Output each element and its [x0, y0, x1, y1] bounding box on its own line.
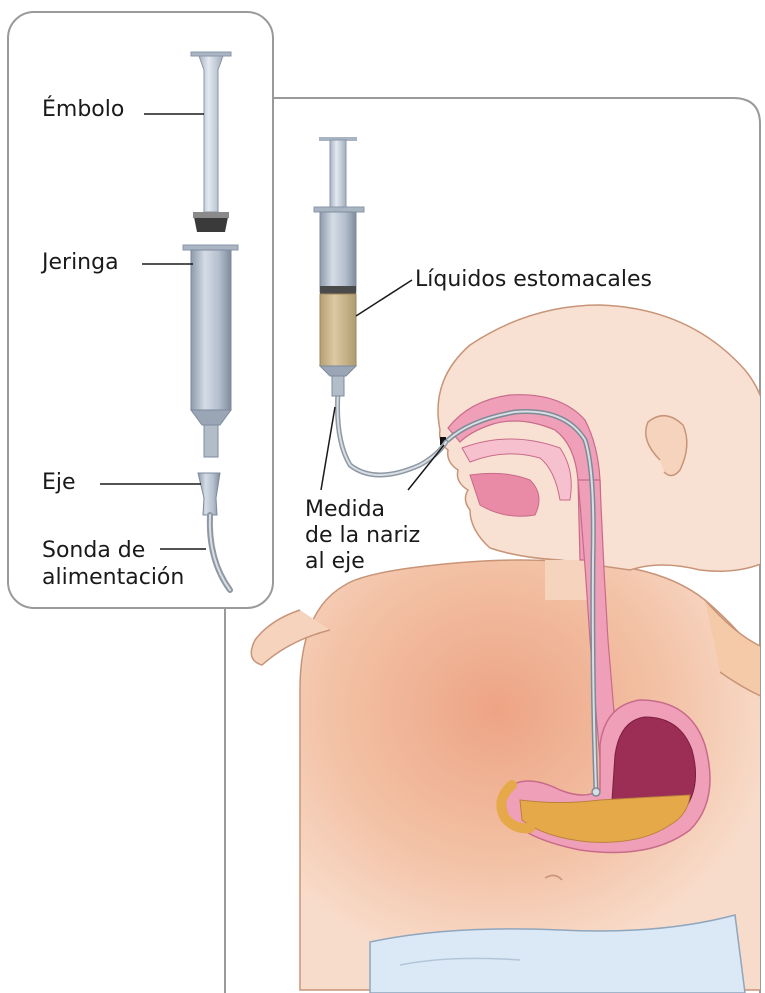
label-feeding-tube-line2: alimentación	[42, 565, 184, 591]
label-stomach-fluids: Líquidos estomacales	[415, 267, 652, 293]
label-plunger: Émbolo	[42, 97, 124, 123]
label-measure-line1: Medida	[305, 497, 385, 523]
label-measure-line2: de la nariz	[305, 523, 420, 549]
stomach-fluid-in-syringe	[320, 294, 356, 366]
label-hub: Eje	[42, 470, 76, 496]
label-syringe: Jeringa	[42, 250, 119, 276]
label-measure-line3: al eje	[305, 549, 365, 575]
label-feeding-tube-line1: Sonda de	[42, 538, 145, 564]
